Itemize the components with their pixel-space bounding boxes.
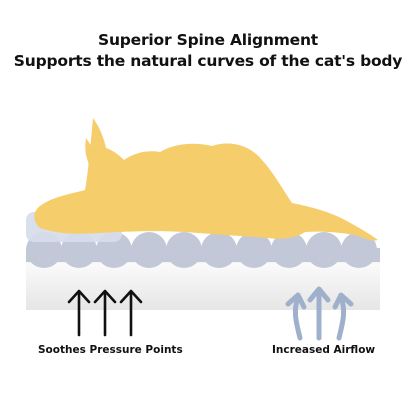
- caption-airflow: Increased Airflow: [272, 344, 376, 356]
- arrow-up-icon-2: [93, 289, 117, 337]
- page-subtitle: Supports the natural curves of the cat's…: [13, 52, 403, 70]
- airflow-arrows: [285, 286, 354, 341]
- bumps-right-mask: [380, 225, 416, 270]
- airflow-right-arrow-icon: [332, 292, 354, 341]
- pressure-arrows: [67, 289, 143, 337]
- arrow-up-icon-3: [119, 289, 143, 337]
- airflow-left-arrow-icon: [285, 292, 307, 341]
- airflow-center-arrow-icon: [307, 286, 331, 341]
- arrow-up-icon-1: [67, 289, 91, 337]
- page-title: Superior Spine Alignment: [97, 31, 319, 49]
- cat-silhouette: [34, 118, 378, 241]
- cat-ear: [85, 138, 98, 170]
- bumps-left-mask: [0, 225, 26, 270]
- caption-pressure-points: Soothes Pressure Points: [38, 344, 183, 356]
